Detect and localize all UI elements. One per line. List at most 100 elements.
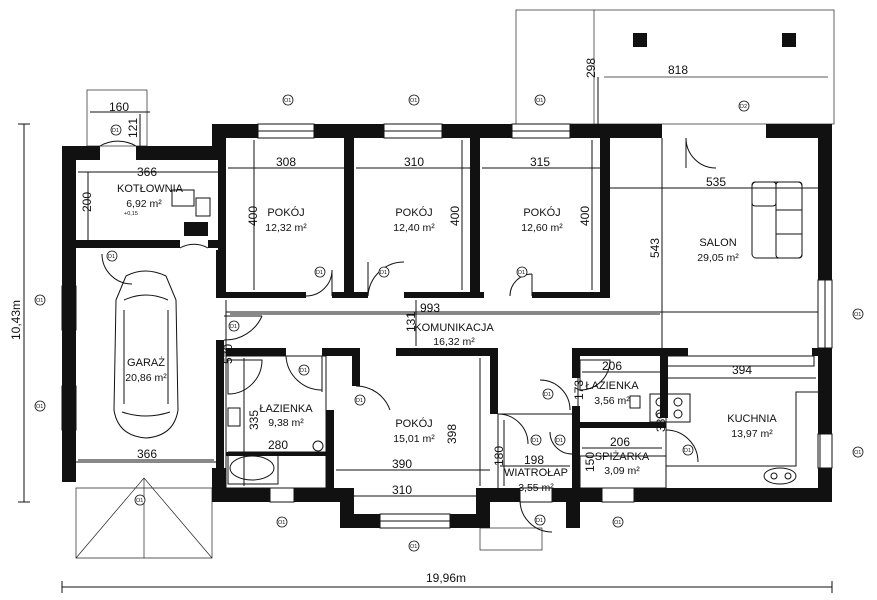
room-name-pokoj4: POKÓJ: [395, 417, 432, 430]
room-name-lazienka2: ŁAZIENKA: [585, 380, 639, 392]
room-area-wiatrolap: 3,55 m²: [518, 482, 554, 494]
car-symbol: [113, 270, 179, 439]
svg-text:O1: O1: [410, 98, 417, 104]
dim-salon-height: 543: [648, 238, 662, 258]
svg-text:O1: O1: [278, 520, 285, 526]
svg-text:D1: D1: [356, 398, 363, 404]
room-name-spizarka: SPIŻARKA: [595, 450, 650, 463]
dim-garage-width: 366: [137, 447, 157, 461]
dim-p1-height: 400: [246, 206, 260, 226]
boiler: [171, 189, 211, 236]
dimension-lines: [18, 77, 833, 593]
room-name-komunikacja: KOMUNIKACJA: [414, 322, 494, 334]
room-name-pokoj3: POKÓJ: [523, 206, 560, 219]
terrace-post-right: [782, 33, 796, 47]
dim-p4-height: 398: [445, 424, 459, 444]
dim-kotl-height: 200: [80, 192, 94, 212]
bathroom-fixtures: [227, 359, 641, 485]
svg-text:D1: D1: [518, 270, 525, 276]
dim-laz1-height: 335: [247, 410, 261, 430]
svg-text:D1: D1: [532, 438, 539, 444]
room-area-pokoj3: 12,60 m²: [521, 222, 563, 234]
svg-text:D1: D1: [380, 270, 387, 276]
svg-text:D1: D1: [108, 254, 115, 260]
dim-garage-height: 570: [221, 344, 235, 364]
terrace-post-left: [633, 33, 647, 47]
svg-text:D1: D1: [544, 392, 551, 398]
dim-laz2-width: 206: [602, 359, 622, 373]
room-area-kuchnia: 13,97 m²: [731, 428, 773, 440]
dim-p2-height: 400: [448, 206, 462, 226]
room-area-lazienka1: 9,38 m²: [268, 417, 304, 429]
total-height: 10,43m: [9, 300, 23, 340]
dim-p3-width: 315: [530, 155, 550, 169]
room-name-kuchnia: KUCHNIA: [727, 413, 777, 425]
dim-p2-width: 310: [404, 155, 424, 169]
room-labels: KOTŁOWNIA 6,92 m² POKÓJ 12,32 m² POKÓJ 1…: [117, 183, 777, 494]
room-name-lazienka1: ŁAZIENKA: [259, 403, 313, 415]
svg-text:O1: O1: [536, 98, 543, 104]
dim-kotl-width: 366: [137, 165, 157, 179]
floor-level-label: +0,15: [124, 211, 138, 217]
room-area-pokoj1: 12,32 m²: [265, 222, 307, 234]
dim-laz1-width: 280: [268, 438, 288, 452]
svg-text:D1: D1: [556, 438, 563, 444]
svg-text:O1: O1: [36, 404, 43, 410]
dim-p4-width2: 310: [392, 483, 412, 497]
svg-text:D2: D2: [740, 104, 747, 110]
svg-text:O1: O1: [854, 450, 861, 456]
room-name-kotlownia: KOTŁOWNIA: [117, 183, 184, 195]
room-name-pokoj1: POKÓJ: [267, 206, 304, 219]
svg-text:O1: O1: [854, 312, 861, 318]
dim-p1-width: 308: [276, 155, 296, 169]
svg-text:O1: O1: [410, 544, 417, 550]
room-name-pokoj2: POKÓJ: [395, 206, 432, 219]
svg-text:D1: D1: [112, 128, 119, 134]
entry-canopy: [75, 477, 213, 559]
dim-kotl-side: 121: [126, 118, 140, 138]
room-area-kotlownia: 6,92 m²: [126, 198, 162, 210]
room-area-pokoj4: 15,01 m²: [393, 433, 435, 445]
svg-text:O1: O1: [284, 98, 291, 104]
room-area-lazienka2: 3,56 m²: [594, 395, 630, 407]
svg-text:O1: O1: [614, 520, 621, 526]
svg-text:O1: O1: [136, 498, 143, 504]
dim-spiz-width: 206: [610, 435, 630, 449]
dim-corridor-height: 131: [404, 312, 418, 332]
room-area-garaz: 20,86 m²: [125, 372, 167, 384]
room-name-wiatrolap: WIATROŁAP: [504, 467, 568, 479]
sofa: [751, 181, 803, 259]
dim-terrace-depth: 298: [584, 58, 598, 78]
dim-salon-width: 535: [706, 175, 726, 189]
svg-text:D1: D1: [684, 448, 691, 454]
dim-kitchen-height: 339: [654, 412, 668, 432]
kitchen-fixtures: [579, 355, 821, 501]
svg-text:O1: O1: [36, 298, 43, 304]
svg-text:D1: D1: [316, 270, 323, 276]
dim-kitchen-width: 394: [732, 363, 752, 377]
dim-p3-height: 400: [578, 206, 592, 226]
door-swings: [99, 137, 717, 533]
room-area-salon: 29,05 m²: [697, 252, 739, 264]
door-window-tags: D1 D1 D1 D1 D1 D2 D1 D1 D1 D1 D1 D1 D1 D…: [34, 94, 864, 552]
dimension-labels: 160 121 366 200 308 400 310 400 315 400 …: [9, 58, 752, 585]
svg-text:D1: D1: [300, 368, 307, 374]
dim-kotl-top: 160: [109, 100, 129, 114]
room-area-komunikacja: 16,32 m²: [433, 336, 475, 348]
dim-terrace-width: 818: [668, 63, 688, 77]
boiler-room-steps: [86, 89, 148, 147]
dim-wiat-height: 180: [492, 446, 506, 466]
dim-spiz-height: 150: [583, 452, 597, 472]
terrace: [515, 9, 835, 125]
room-area-pokoj2: 12,40 m²: [393, 222, 435, 234]
room-name-garaz: GARAŻ: [127, 356, 165, 369]
room-name-salon: SALON: [699, 237, 736, 249]
dim-p4-width: 390: [392, 457, 412, 471]
svg-text:D1: D1: [536, 518, 543, 524]
dim-corridor: 993: [420, 301, 440, 315]
svg-text:D1: D1: [230, 324, 237, 330]
dim-laz2-height: 173: [572, 380, 586, 400]
dim-wiat-width: 198: [524, 453, 544, 467]
room-area-spizarka: 3,09 m²: [604, 465, 640, 477]
